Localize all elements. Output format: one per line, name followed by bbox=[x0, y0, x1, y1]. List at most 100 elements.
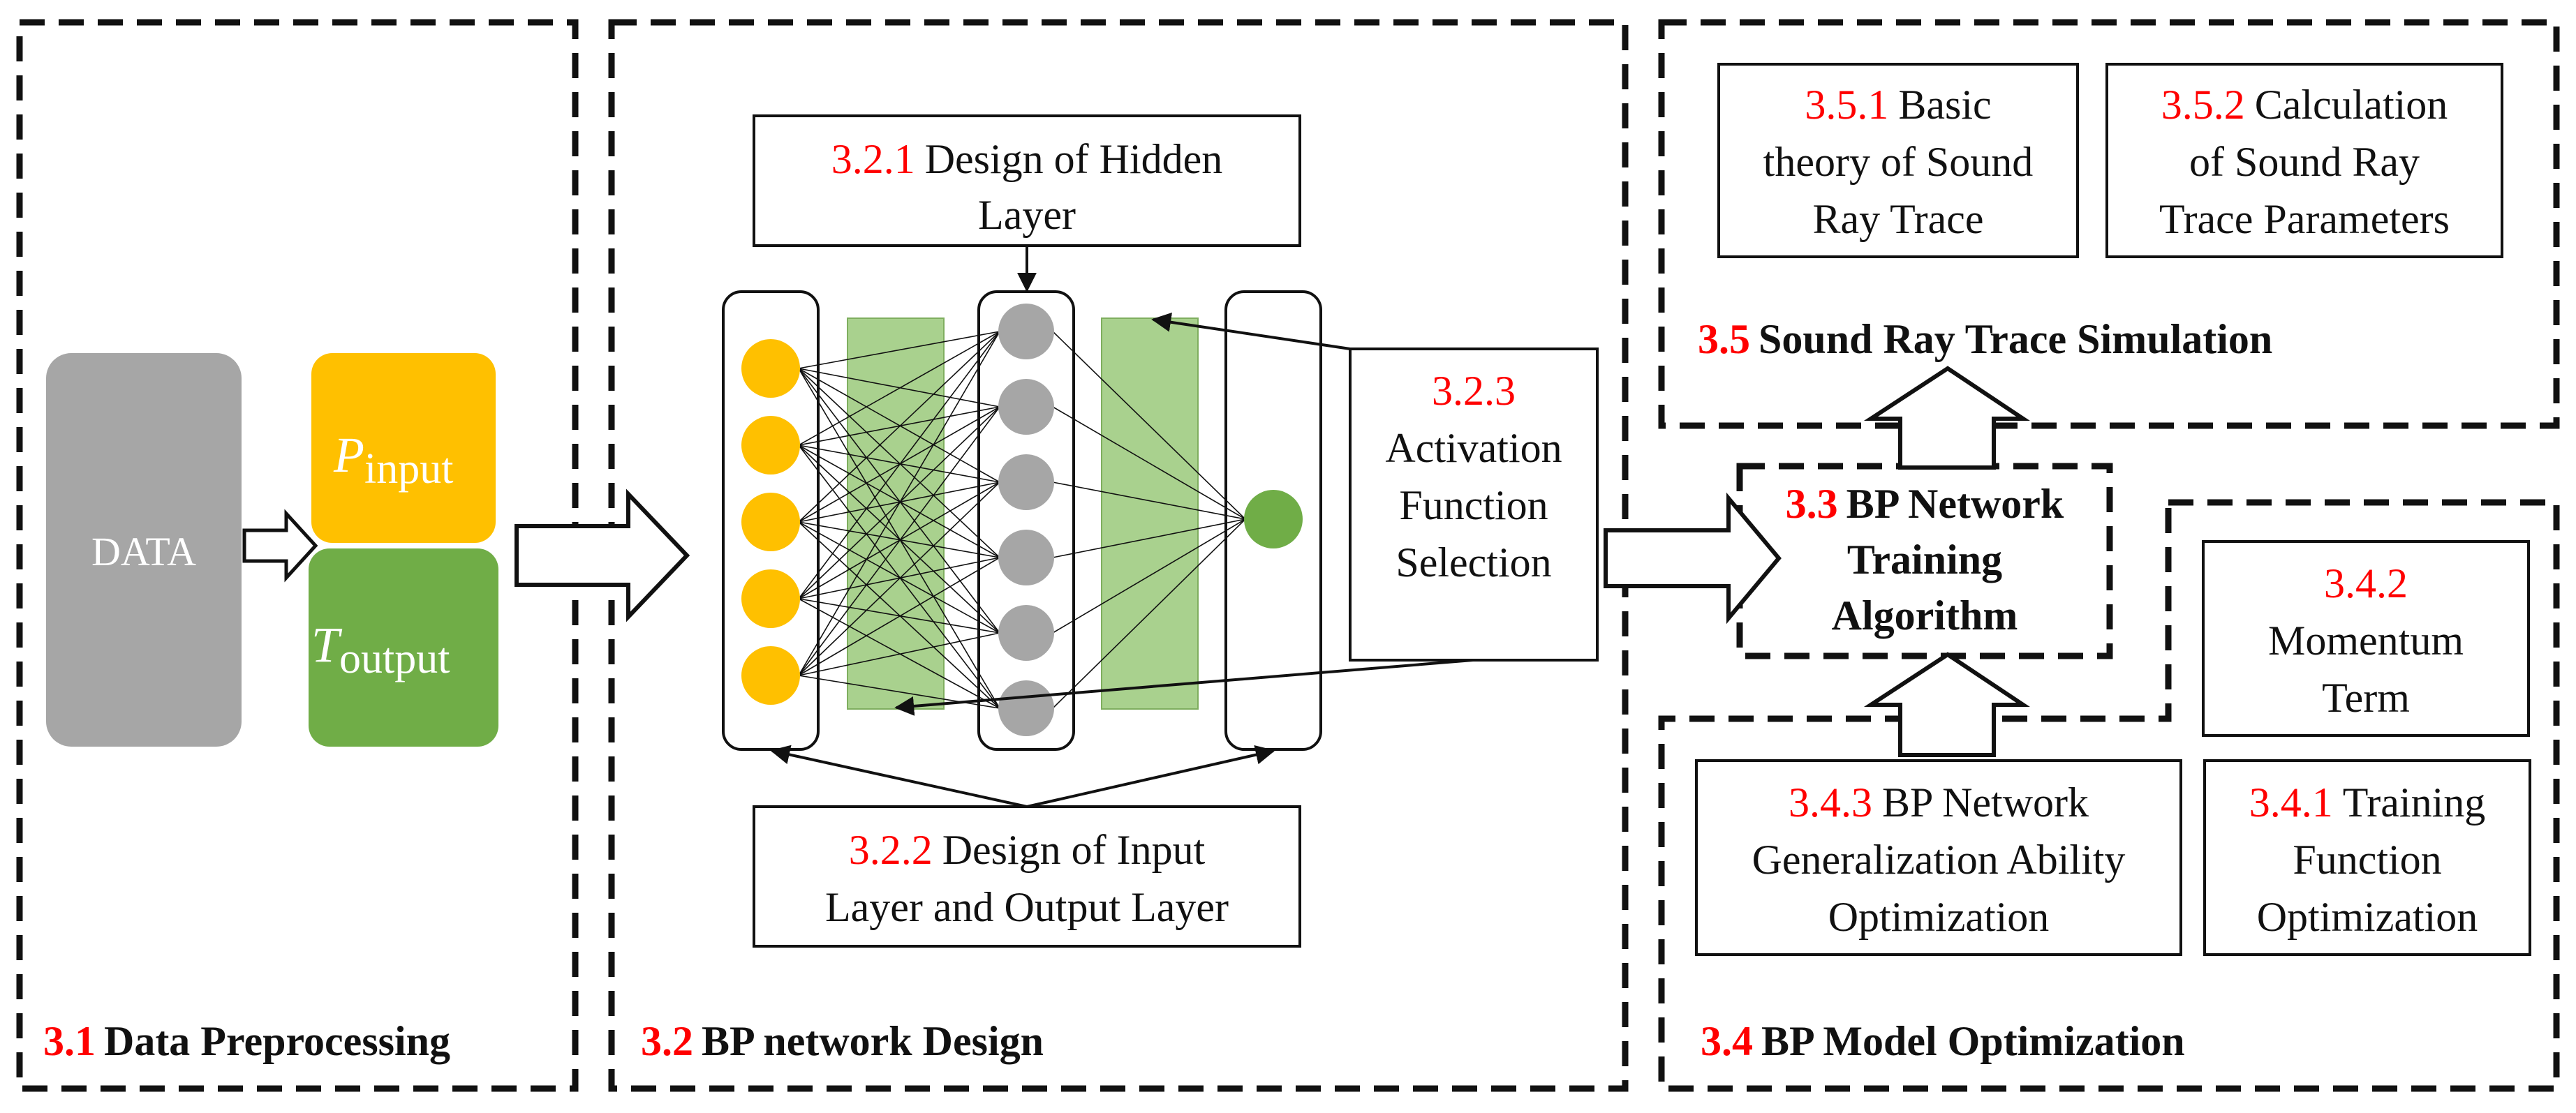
arrow-34-to-33 bbox=[1863, 652, 2030, 757]
connection-in-4-hid-0 bbox=[798, 331, 1000, 676]
box-343-l2: Generalization Ability bbox=[1752, 837, 2126, 883]
connection-in-4-hid-1 bbox=[798, 406, 1000, 676]
t-output-label: Toutput bbox=[311, 617, 450, 682]
connection-in-1-hid-4 bbox=[798, 445, 1000, 634]
connection-in-0-hid-3 bbox=[798, 368, 1000, 558]
t-sub: output bbox=[339, 635, 450, 682]
connection-in-4-hid-2 bbox=[798, 481, 1000, 676]
box-342-l1: Momentum bbox=[2268, 618, 2464, 664]
connection-in-3-hid-4 bbox=[798, 598, 1000, 634]
box-322 bbox=[753, 805, 1301, 948]
input-node-4 bbox=[741, 569, 800, 628]
connection-in-3-hid-0 bbox=[798, 331, 1000, 599]
connection-in-2-hid-5 bbox=[798, 521, 1000, 709]
data-block bbox=[46, 353, 242, 747]
box-341-l2: Function bbox=[2293, 837, 2441, 883]
box-352-l3: Trace Parameters bbox=[2159, 196, 2450, 242]
box-341-l1: Training bbox=[2343, 779, 2486, 826]
connection-hid-4-out bbox=[1052, 518, 1246, 634]
section-34-frame bbox=[1658, 499, 2560, 1092]
box-341 bbox=[2203, 759, 2531, 956]
connection-hid-5-out bbox=[1052, 518, 1246, 709]
box-321-l2: Layer bbox=[978, 192, 1076, 238]
connection-in-4-hid-3 bbox=[798, 557, 1000, 676]
p-input-block bbox=[311, 353, 496, 543]
section-34-text: BP Model Optimization bbox=[1761, 1018, 2185, 1064]
connection-in-0-hid-2 bbox=[798, 368, 1000, 483]
section-32-num: 3.2 bbox=[641, 1018, 693, 1064]
box-351-l2: theory of Sound bbox=[1763, 139, 2034, 185]
hidden-node-5 bbox=[998, 605, 1054, 661]
weight-band-2 bbox=[1101, 318, 1199, 710]
arrow-31-to-32 bbox=[515, 488, 690, 622]
network-connections bbox=[798, 331, 1246, 709]
hidden-node-6 bbox=[998, 680, 1054, 736]
box-351-l1: Basic bbox=[1898, 82, 1991, 128]
box-343-l3: Optimization bbox=[1828, 894, 2050, 940]
connection-in-1-hid-0 bbox=[798, 331, 1000, 446]
box-323-l2: Function bbox=[1399, 482, 1548, 528]
section-31-num: 3.1 bbox=[43, 1018, 96, 1064]
output-node bbox=[1244, 490, 1303, 548]
connection-in-2-hid-0 bbox=[798, 331, 1000, 523]
box-321-l1: Design of Hidden bbox=[925, 136, 1223, 182]
connection-in-3-hid-5 bbox=[798, 598, 1000, 709]
t-symbol: T bbox=[311, 617, 343, 673]
section-31-text: Data Preprocessing bbox=[104, 1018, 450, 1064]
section-33-l1: BP Network bbox=[1846, 481, 2064, 527]
p-input-label: Pinput bbox=[333, 427, 453, 493]
section-33-l2: Training bbox=[1847, 537, 2002, 583]
arrow-32-to-33 bbox=[1604, 492, 1782, 625]
box-322-l2: Layer and Output Layer bbox=[825, 884, 1229, 930]
connection-in-4-hid-4 bbox=[798, 632, 1000, 676]
box-342-l2: Term bbox=[2322, 675, 2410, 721]
data-arrow bbox=[242, 509, 318, 583]
connection-hid-3-out bbox=[1052, 518, 1246, 558]
weight-band-1 bbox=[847, 318, 945, 710]
network-nodes bbox=[741, 304, 1303, 736]
section-31-frame bbox=[16, 19, 579, 1092]
hidden-node-4 bbox=[998, 530, 1054, 585]
hidden-node-3 bbox=[998, 454, 1054, 510]
box-352-l2: of Sound Ray bbox=[2189, 139, 2420, 185]
box-343-l1: BP Network bbox=[1882, 779, 2089, 826]
box-323 bbox=[1349, 348, 1599, 662]
arrow-33-to-35 bbox=[1863, 366, 2030, 470]
section-35-frame bbox=[1658, 19, 2560, 429]
box-342-num: 3.4.2 bbox=[2324, 560, 2408, 606]
p-symbol: P bbox=[333, 427, 364, 483]
connection-in-2-hid-3 bbox=[798, 521, 1000, 558]
box-352-num: 3.5.2 bbox=[2161, 82, 2245, 128]
box-341-l3: Optimization bbox=[2257, 894, 2478, 940]
connection-in-0-hid-4 bbox=[798, 368, 1000, 634]
t-output-block bbox=[309, 548, 498, 747]
box-323-l1: Activation bbox=[1385, 425, 1562, 471]
box-352 bbox=[2105, 63, 2503, 258]
data-label: DATA bbox=[91, 529, 196, 574]
connection-in-1-hid-5 bbox=[798, 445, 1000, 709]
box-321 bbox=[753, 114, 1301, 247]
input-node-2 bbox=[741, 416, 800, 475]
input-node-3 bbox=[741, 493, 800, 551]
box-322-l1: Design of Input bbox=[942, 827, 1206, 873]
box-323-l3: Selection bbox=[1396, 539, 1551, 585]
input-node-1 bbox=[741, 339, 800, 398]
box-352-l1: Calculation bbox=[2255, 82, 2448, 128]
p-sub: input bbox=[364, 445, 453, 493]
hidden-node-2 bbox=[998, 379, 1054, 435]
connection-in-1-hid-2 bbox=[798, 445, 1000, 483]
arrow-322-to-output bbox=[1026, 745, 1275, 808]
box-351 bbox=[1717, 63, 2079, 258]
box-351-num: 3.5.1 bbox=[1805, 82, 1888, 128]
box-322-num: 3.2.2 bbox=[849, 827, 933, 873]
